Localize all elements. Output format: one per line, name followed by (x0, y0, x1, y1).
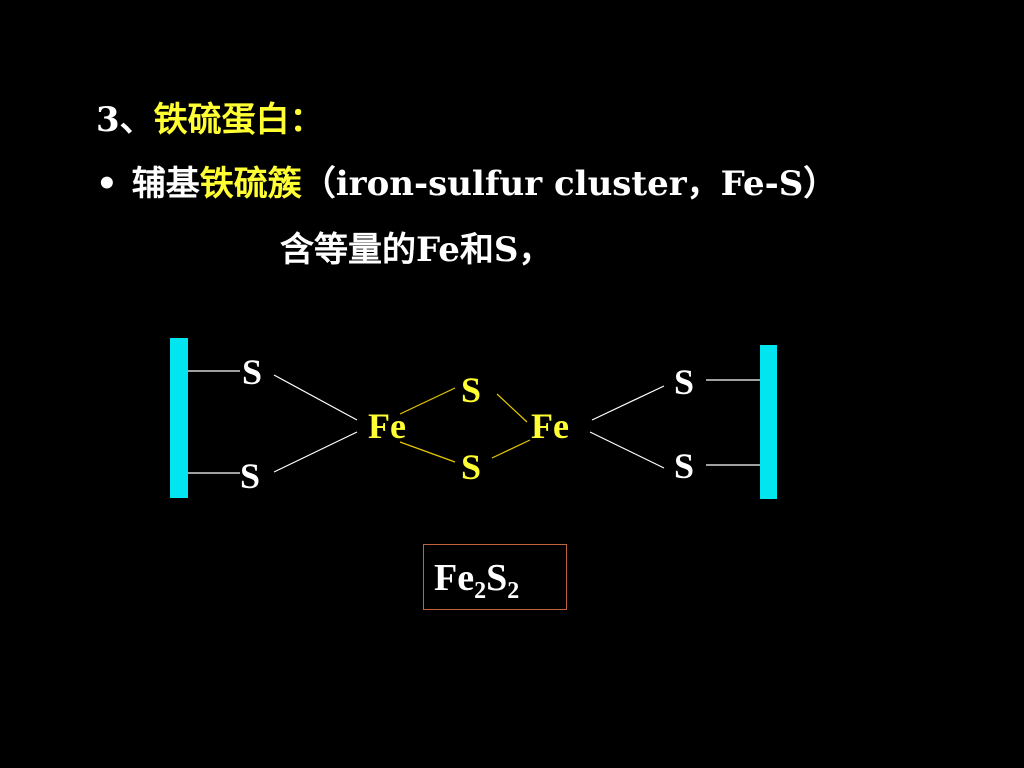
bullet-line: • 辅基铁硫簇（iron-sulfur cluster，Fe-S） (96, 162, 837, 206)
bullet-suffix: （iron-sulfur cluster，Fe-S） (301, 164, 838, 204)
atom-right-s-top: S (674, 362, 694, 402)
bullet-marker: • (96, 164, 118, 204)
bond-left-s-top-fe (273, 374, 358, 421)
left-protein-bar (170, 338, 188, 498)
right-protein-bar (760, 345, 777, 499)
section-colon: ： (289, 100, 324, 140)
atom-fe-left: Fe (368, 406, 406, 446)
formula-fe-subscript: 2 (474, 578, 487, 604)
formula-s-subscript: 2 (507, 578, 520, 604)
atom-left-s-top: S (242, 352, 262, 392)
section-title: 铁硫蛋白 (153, 100, 290, 140)
atom-fe-right: Fe (531, 406, 569, 446)
bond-fe-right-s-bottom (589, 431, 665, 469)
formula-fe: Fe (434, 557, 475, 599)
section-heading: 3、铁硫蛋白： (96, 98, 324, 142)
formula-s: S (486, 557, 508, 599)
bond-fe-left-s-top (399, 387, 456, 415)
bond-left-s-bottom-fe (273, 431, 358, 473)
bullet-prefix: 辅基 (131, 164, 200, 204)
bond-fe-left-s-bottom (399, 441, 456, 463)
section-number: 3、 (96, 100, 154, 140)
formula-box: Fe2S2 (423, 544, 567, 610)
bullet-highlight: 铁硫簇 (199, 164, 302, 204)
detail-text: 含等量的Fe和S， (280, 230, 553, 270)
bond-s-bottom-fe-right (491, 439, 531, 459)
atom-right-s-bottom: S (674, 446, 694, 486)
detail-line: 含等量的Fe和S， (280, 228, 552, 272)
atom-left-s-bottom: S (240, 456, 260, 496)
atom-bridge-s-top: S (461, 370, 481, 410)
bond-s-top-fe-right (496, 393, 528, 423)
bond-fe-right-s-top (591, 385, 665, 421)
atom-bridge-s-bottom: S (461, 447, 481, 487)
